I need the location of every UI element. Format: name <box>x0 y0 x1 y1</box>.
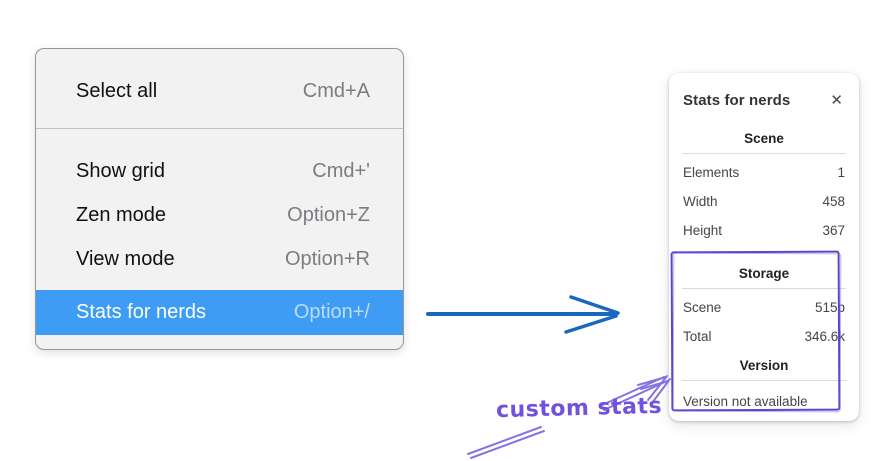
section-heading-version: Version <box>739 358 789 373</box>
menu-item-label: Zen mode <box>76 203 167 226</box>
stat-value: 458 <box>822 194 845 209</box>
stat-label: Scene <box>683 300 722 315</box>
annotation-rectangle[interactable] <box>670 250 841 412</box>
stats-panel: Stats for nerds ✕ Scene Elements 1 Width… <box>669 73 859 421</box>
stat-label: Total <box>683 329 712 344</box>
menu-item-view-mode[interactable]: View mode Option+R <box>36 237 403 281</box>
menu-item-label: Select all <box>76 79 158 102</box>
stat-row-elements: Elements 1 <box>681 158 847 187</box>
stat-value: 367 <box>822 223 845 238</box>
section-heading-scene: Scene <box>744 131 784 146</box>
menu-item-shortcut: Option+Z <box>287 203 370 226</box>
arrow-right-icon[interactable] <box>426 295 620 334</box>
stat-row-scene-storage: Scene 515b <box>681 293 847 322</box>
stat-label: Height <box>683 223 723 238</box>
section-heading-storage: Storage <box>738 266 790 281</box>
version-note: Version not available <box>683 394 808 409</box>
menu-divider <box>36 128 403 129</box>
stat-value: 1 <box>837 165 845 180</box>
stat-row-height: Height 367 <box>681 216 847 245</box>
stat-value: 515b <box>814 300 845 315</box>
stat-label: Elements <box>683 165 740 180</box>
menu-item-label: View mode <box>76 247 175 270</box>
menu-item-shortcut: Cmd+' <box>312 159 370 182</box>
menu-item-label: Stats for nerds <box>76 301 207 323</box>
menu-item-show-grid[interactable]: Show grid Cmd+' <box>36 149 403 193</box>
stat-label: Width <box>683 194 718 209</box>
section-divider <box>682 153 846 154</box>
section-divider <box>682 288 846 289</box>
menu-item-select-all[interactable]: Select all Cmd+A <box>36 69 403 113</box>
close-icon[interactable]: ✕ <box>830 92 843 109</box>
menu-item-zen-mode[interactable]: Zen mode Option+Z <box>36 193 403 237</box>
menu-item-label: Show grid <box>76 159 165 182</box>
stat-row-width: Width 458 <box>681 187 847 216</box>
section-divider <box>682 380 846 381</box>
menu-item-stats-for-nerds[interactable]: Stats for nerds Option+/ <box>36 290 403 335</box>
stats-panel-title: Stats for nerds <box>683 92 791 109</box>
menu-item-shortcut: Option+/ <box>293 301 370 323</box>
stats-panel-header: Stats for nerds ✕ <box>683 91 845 110</box>
menu-item-shortcut: Cmd+A <box>302 79 370 102</box>
menu-item-shortcut: Option+R <box>284 247 370 270</box>
annotation-text[interactable]: custom stats <box>495 393 663 424</box>
stat-row-total-storage: Total 346.6k <box>681 322 847 351</box>
stat-value: 346.6k <box>804 329 845 344</box>
context-menu: Select all Cmd+A Show grid Cmd+' Zen mod… <box>35 48 404 350</box>
